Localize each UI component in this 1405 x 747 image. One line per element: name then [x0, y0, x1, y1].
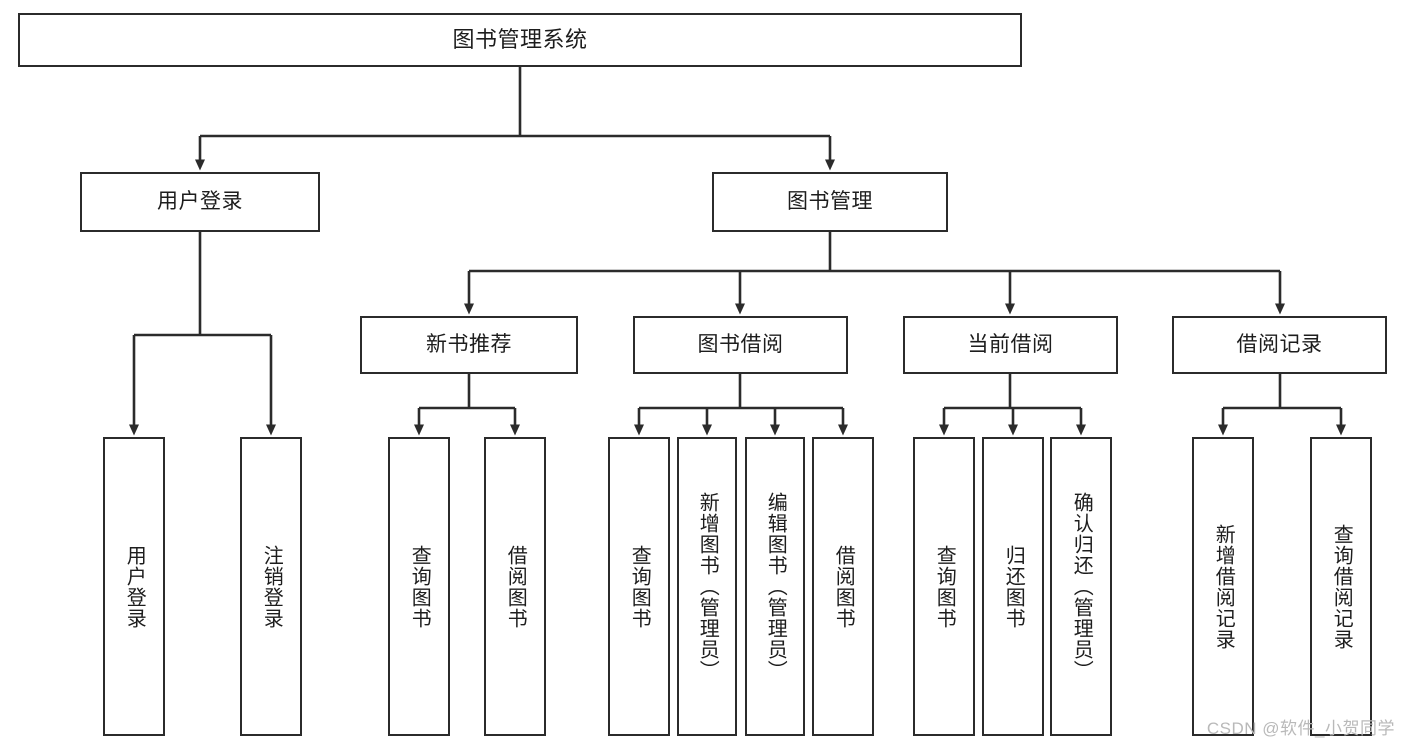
node-label: 查询借阅记录: [1330, 523, 1353, 650]
watermark: CSDN @软件_小贺同学: [1206, 719, 1395, 738]
node-book_manage[interactable]: 图书管理: [712, 172, 948, 232]
node-leaf_rec_query[interactable]: 查询图书: [388, 437, 450, 736]
node-leaf_user_logout[interactable]: 注销登录: [240, 437, 302, 736]
node-user_login[interactable]: 用户登录: [80, 172, 320, 232]
node-leaf_borrow_edit[interactable]: 编辑图书（管理员）: [745, 437, 805, 736]
node-label: 编辑图书（管理员）: [764, 492, 787, 681]
node-label: 查询图书: [408, 544, 431, 629]
node-new_book_rec[interactable]: 新书推荐: [360, 316, 578, 374]
node-label: 图书管理: [787, 189, 873, 213]
node-leaf_cur_return[interactable]: 归还图书: [982, 437, 1044, 736]
node-label: 查询图书: [933, 544, 956, 629]
node-label: 查询图书: [628, 544, 651, 629]
node-label: 借阅记录: [1236, 332, 1323, 356]
node-label: 用户登录: [123, 544, 146, 629]
node-leaf_user_login[interactable]: 用户登录: [103, 437, 165, 736]
node-borrow_record[interactable]: 借阅记录: [1172, 316, 1387, 374]
node-leaf_borrow_query[interactable]: 查询图书: [608, 437, 670, 736]
node-root[interactable]: 图书管理系统: [18, 13, 1022, 67]
node-leaf_rec_borrow[interactable]: 借阅图书: [484, 437, 546, 736]
node-label: 注销登录: [260, 544, 283, 629]
node-leaf_borrow_do[interactable]: 借阅图书: [812, 437, 874, 736]
node-label: 新增借阅记录: [1212, 523, 1235, 650]
node-label: 新增图书（管理员）: [696, 492, 719, 681]
node-label: 新书推荐: [426, 332, 512, 356]
node-leaf_borrow_add[interactable]: 新增图书（管理员）: [677, 437, 737, 736]
node-book_borrow[interactable]: 图书借阅: [633, 316, 848, 374]
node-label: 用户登录: [157, 189, 243, 213]
node-label: 借阅图书: [504, 544, 527, 629]
node-current_borrow[interactable]: 当前借阅: [903, 316, 1118, 374]
node-label: 确认归还（管理员）: [1070, 492, 1093, 681]
node-label: 归还图书: [1002, 544, 1025, 629]
node-leaf_rec_query2[interactable]: 查询借阅记录: [1310, 437, 1372, 736]
node-label: 图书管理系统: [452, 27, 588, 53]
node-label: 借阅图书: [832, 544, 855, 629]
node-label: 当前借阅: [967, 332, 1054, 356]
node-leaf_cur_confirm[interactable]: 确认归还（管理员）: [1050, 437, 1112, 736]
node-leaf_cur_query[interactable]: 查询图书: [913, 437, 975, 736]
node-leaf_rec_add[interactable]: 新增借阅记录: [1192, 437, 1254, 736]
node-label: 图书借阅: [697, 332, 784, 356]
